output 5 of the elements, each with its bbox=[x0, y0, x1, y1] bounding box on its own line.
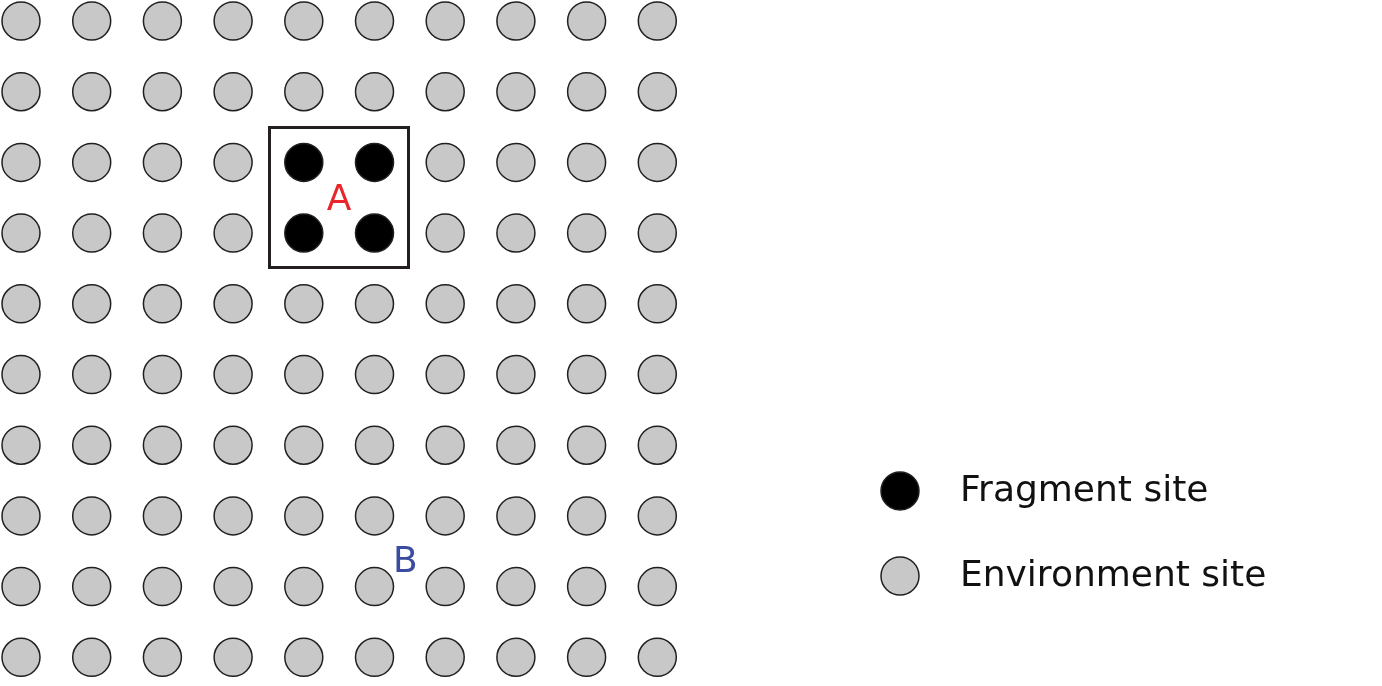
fragment-frame bbox=[268, 126, 410, 269]
legend-label: Environment site bbox=[960, 556, 1267, 592]
site-letter: B bbox=[393, 542, 418, 578]
legend-label: Fragment site bbox=[960, 471, 1209, 507]
site-letter: A bbox=[326, 179, 352, 216]
